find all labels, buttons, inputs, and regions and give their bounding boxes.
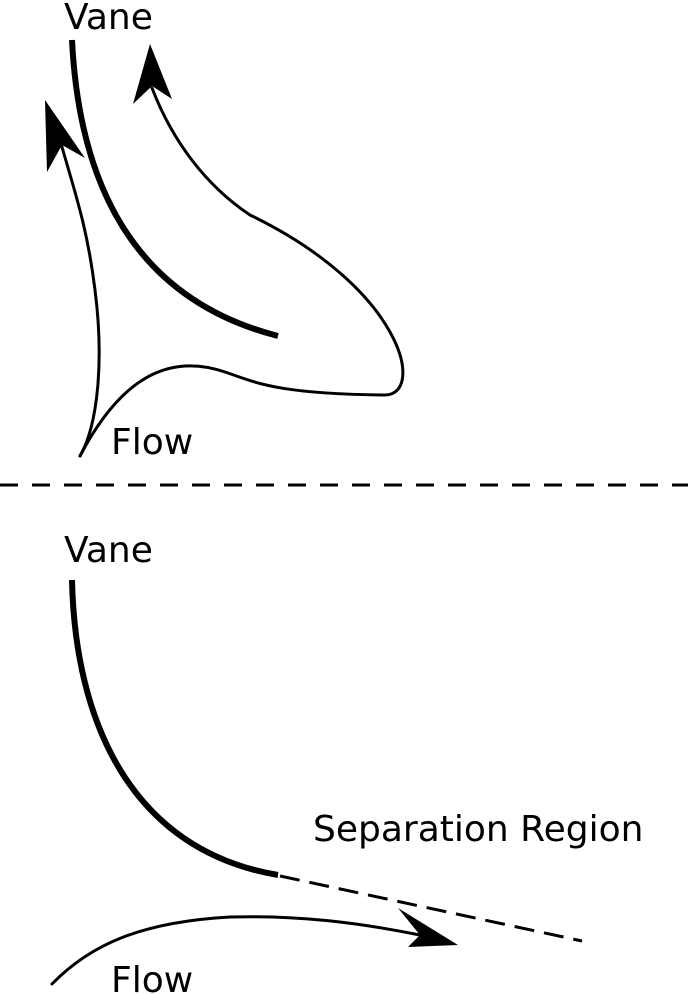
- top-flow-arrowhead-right: [133, 44, 172, 104]
- top-panel: Vane Flow: [45, 0, 405, 463]
- separation-boundary: [279, 874, 583, 943]
- bottom-flow-label: Flow: [111, 960, 193, 995]
- bottom-vane: [69, 579, 279, 878]
- bottom-flow-arrowhead: [398, 908, 458, 947]
- bottom-vane-label: Vane: [64, 530, 153, 571]
- top-inner-arrowhead: [45, 100, 85, 172]
- top-vane: [69, 39, 279, 339]
- separation-region-label: Separation Region: [313, 809, 643, 850]
- bottom-flow-streamline: [50, 915, 422, 986]
- top-flow-streamline: [78, 86, 405, 458]
- top-vane-label: Vane: [64, 0, 153, 38]
- top-inner-streamline: [58, 138, 101, 458]
- bottom-panel: Vane Separation Region Flow: [50, 530, 643, 995]
- top-flow-label: Flow: [111, 422, 193, 463]
